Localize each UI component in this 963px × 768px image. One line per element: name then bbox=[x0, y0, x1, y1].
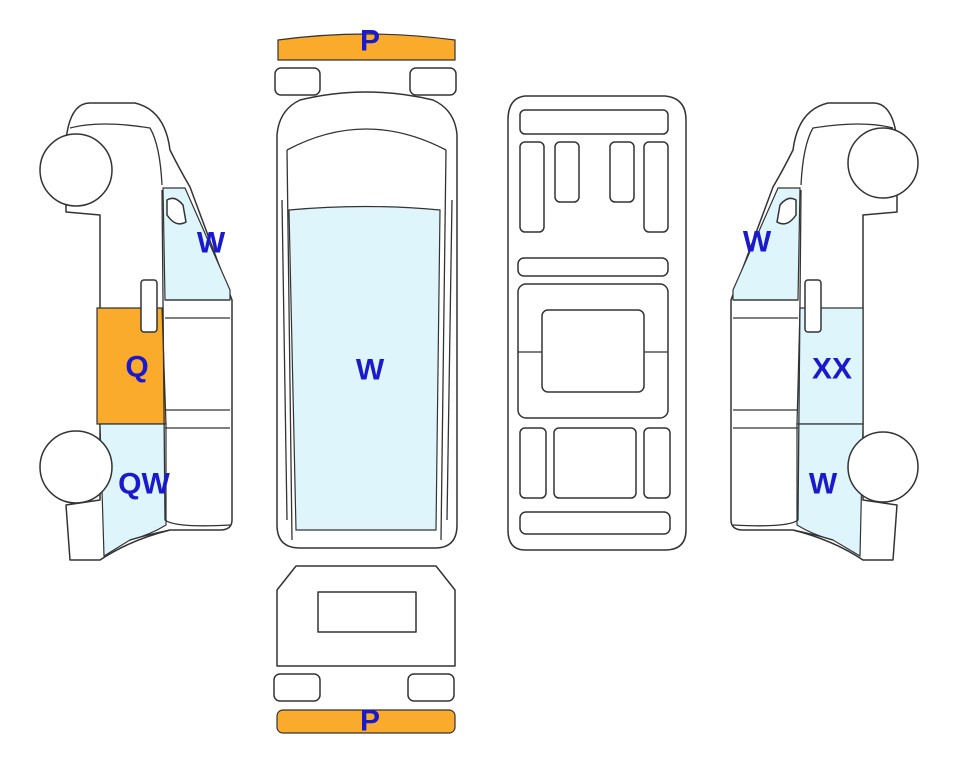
right-roof-line bbox=[800, 123, 894, 186]
left-step-lines bbox=[165, 299, 230, 429]
right-side-view bbox=[730, 102, 919, 561]
right-front-wheel bbox=[847, 127, 919, 199]
top-view bbox=[276, 91, 458, 549]
top-view-mirror-lines bbox=[281, 199, 453, 521]
interior-rear-seat-right bbox=[643, 427, 671, 499]
label-front-bumper: P bbox=[360, 25, 380, 58]
left-side-view bbox=[39, 102, 233, 561]
label-right-door: XX bbox=[812, 353, 852, 386]
rear-view bbox=[273, 565, 456, 734]
interior-mid-bar bbox=[517, 257, 669, 277]
top-view-roof-glass bbox=[288, 205, 441, 531]
front-bumper-panel bbox=[277, 33, 456, 61]
left-rear-wheel bbox=[39, 430, 113, 504]
left-sill-line bbox=[129, 529, 171, 541]
right-door-seam bbox=[732, 189, 802, 527]
right-rear-wheel bbox=[847, 431, 919, 503]
label-right-window: W bbox=[743, 226, 772, 259]
interior-rear-seat-center bbox=[553, 427, 637, 499]
left-roof-line bbox=[69, 123, 163, 186]
interior-rear-seat-left bbox=[519, 427, 547, 499]
right-mirror bbox=[776, 197, 797, 225]
rear-right-light bbox=[407, 673, 455, 702]
label-left-rear-quarter: QW bbox=[118, 468, 170, 501]
top-view-side-lines bbox=[286, 149, 447, 541]
label-right-rear-quarter: W bbox=[809, 468, 838, 501]
left-front-wheel bbox=[39, 133, 113, 207]
label-left-front-door: Q bbox=[125, 351, 148, 384]
rear-left-light bbox=[273, 673, 321, 702]
interior-front-bar bbox=[519, 109, 669, 135]
front-end-top bbox=[274, 33, 457, 96]
rear-bumper-panel bbox=[276, 709, 456, 734]
interior-center-console bbox=[541, 309, 645, 393]
left-mirror bbox=[166, 197, 187, 225]
interior-seat-2 bbox=[554, 141, 580, 203]
interior-view bbox=[507, 95, 687, 551]
interior-seat-1 bbox=[519, 141, 545, 233]
front-left-light bbox=[274, 67, 321, 96]
left-door-handle bbox=[140, 279, 158, 333]
top-view-hood-line bbox=[286, 128, 447, 151]
label-rear-bumper: P bbox=[360, 705, 380, 738]
label-left-window: W bbox=[197, 227, 226, 260]
rear-window bbox=[317, 591, 417, 633]
right-sill-line bbox=[792, 529, 834, 541]
damage-labels: P P W W Q QW W XX W bbox=[118, 25, 852, 738]
interior-rear-bar bbox=[519, 511, 671, 535]
right-step-lines bbox=[733, 299, 798, 429]
interior-seat-3 bbox=[609, 141, 635, 203]
label-windshield: W bbox=[356, 354, 385, 387]
front-right-light bbox=[409, 67, 457, 96]
left-door-seam bbox=[161, 189, 231, 527]
interior-seat-4 bbox=[643, 141, 669, 233]
right-door-handle bbox=[804, 279, 822, 333]
